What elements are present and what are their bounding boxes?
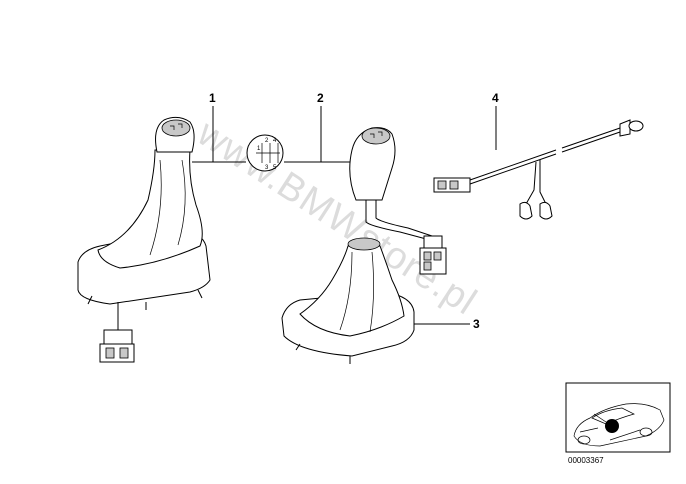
wiring-harness-part-4[interactable] [433, 119, 644, 220]
reference-number: 00003367 [568, 456, 604, 465]
svg-text:3: 3 [473, 317, 480, 331]
svg-text:2: 2 [317, 91, 324, 105]
svg-text:3: 3 [265, 165, 269, 171]
shift-pattern-diagram: 1 3 5 2 4 [246, 134, 284, 172]
svg-text:4: 4 [273, 138, 277, 144]
gear-knob-part-2[interactable] [349, 127, 447, 275]
vehicle-locator-inset [565, 382, 671, 453]
svg-text:2: 2 [265, 138, 269, 144]
svg-text:5: 5 [273, 165, 277, 171]
callout-2: 2 [284, 91, 354, 163]
gear-knob-with-boot-part-1[interactable] [77, 116, 211, 363]
gear-boot-part-3[interactable] [281, 237, 415, 364]
svg-text:4: 4 [492, 91, 499, 105]
callout-4: 4 [492, 91, 499, 150]
callout-1: 1 [192, 91, 246, 163]
svg-text:1: 1 [209, 91, 216, 105]
callout-3: 3 [414, 317, 480, 331]
svg-text:1: 1 [257, 146, 261, 152]
